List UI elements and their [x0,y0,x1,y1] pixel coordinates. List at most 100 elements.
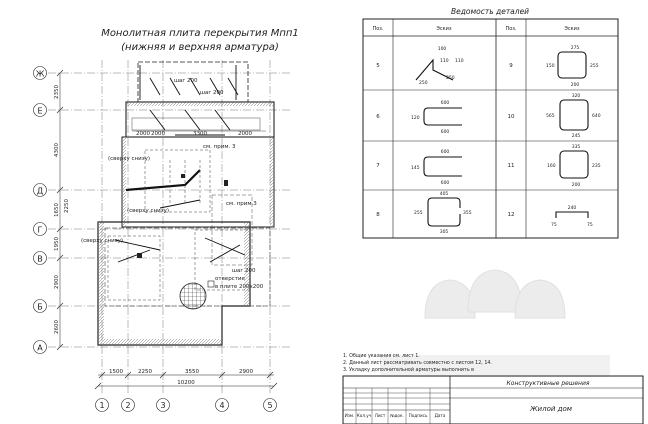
label-step-lower: шаг 200 [232,268,256,274]
schedule-header-sketch-right: Эскиз [564,26,580,32]
axis-label-a: А [37,344,43,353]
dim-9-c: 255 [590,63,599,69]
label-see-note-a: см. прим. 3 [203,144,236,150]
dim-left-3: 2250 [64,199,70,213]
dim-left-2: 4300 [54,143,60,157]
label-see-note-b: см. прим.3 [226,201,257,207]
dim-bottom-total: 10200 [177,380,195,386]
dim-left-7: 2600 [54,320,60,334]
label-step-upper: шаг 200 [200,90,224,96]
dim-5-e: 250 [446,75,455,81]
dim-left-4: 1650 [54,203,60,217]
drawing-title: Монолитная плита перекрытия Мпп1 [101,28,299,39]
dim-7-a: 600 [441,149,450,155]
wall-hatching [98,102,274,345]
axis-label-v: В [37,255,43,264]
dim-8-c: 355 [463,210,472,216]
stamp-header-sheet: Лист [375,413,386,418]
dim-11-c: 235 [592,163,601,169]
label-top-bottom-3: (сверху снизу) [81,238,123,244]
sketch-pos-11 [559,150,589,179]
sketch-pos-12 [555,211,589,218]
schedule-pos-7: 7 [376,163,380,169]
axis-label-5: 5 [267,401,272,410]
dim-top-2: 2000 [151,131,165,137]
dim-10-d: 245 [572,133,581,139]
sketch-pos-10 [559,99,589,131]
label-top-bottom-2: (сверху снизу) [127,208,169,214]
floor-plan [48,60,290,395]
watermark [380,269,610,377]
dim-9-d: 200 [571,82,580,88]
stamp-header-count: Кол.уч [357,413,372,418]
dim-6-a: 600 [441,100,450,106]
axis-label-4: 4 [219,401,224,410]
dim-5-c: 110 [455,58,464,64]
dim-7-b: 145 [411,165,420,171]
schedule-pos-11: 11 [508,163,515,169]
dim-top-3: 3300 [193,131,207,137]
schedule-header-pos-right: Поз. [505,26,516,32]
dim-left-1: 2350 [54,85,60,99]
dim-12-b: 75 [551,222,557,228]
dim-8-d: 305 [440,229,449,235]
schedule-header-pos-left: Поз. [372,26,383,32]
axis-label-e: Е [37,107,42,116]
dim-bottom-2: 2250 [138,369,152,375]
upper-bars [107,149,251,301]
note-1: 1. Общие указания см. лист 1. [343,353,420,359]
dim-8-a: 405 [440,191,449,197]
general-notes: 1. Общие указания см. лист 1. 2. Данный … [343,353,492,373]
stamp-header-date: Дата [435,413,446,418]
dim-top-4: 2000 [238,131,252,137]
dim-6-c: 600 [441,129,450,135]
label-step-top: шаг 200 [174,78,198,84]
note-2: 2. Данный лист рассматривать совместно с… [343,359,492,366]
stamp-object: Жилой дом [529,405,573,413]
dim-5-d: 250 [419,80,428,86]
stamp-header-sign: Подпись [409,413,428,418]
note-3: 3. Укладку дополнительной арматуры выпол… [343,366,474,373]
schedule-title: Ведомость деталей [451,7,529,16]
sketch-pos-5 [415,58,454,81]
axis-bubbles-letters: Ж Е Д Г В Б А [33,66,47,354]
title-block [342,375,644,424]
dim-11-a: 335 [572,144,581,150]
schedule-pos-5: 5 [376,63,380,69]
solid-markers [137,174,228,258]
dim-10-c: 640 [592,113,601,119]
left-dimension-chain: 2350 4300 2250 1650 1950 2900 2600 [54,69,70,351]
label-opening: отверстие [215,276,245,282]
dim-11-d: 200 [572,182,581,188]
sketch-pos-9 [557,51,587,79]
dim-5-a: 100 [438,46,447,52]
axis-label-1: 1 [99,401,104,410]
dim-9-a: 275 [571,45,580,51]
schedule-pos-9: 9 [509,63,513,69]
dim-10-a: 320 [572,93,581,99]
dim-12-c: 75 [587,222,593,228]
label-hole-size: в плите 200х200 [215,284,264,290]
schedule-pos-12: 12 [508,212,515,218]
stamp-section: Конструктивные решения [507,380,590,387]
dim-left-6: 2900 [54,275,60,289]
label-top-bottom-1: (сверху снизу) [108,156,150,162]
drawing-subtitle: (нижняя и верхняя арматура) [121,42,279,53]
dim-6-b: 120 [411,115,420,121]
reinforcement-bars [114,65,246,263]
dim-left-5: 1950 [54,237,60,251]
stamp-header-doc: №док. [390,413,404,418]
dim-bottom-3: 3550 [185,369,199,375]
axis-label-d: Д [37,187,43,196]
dim-top-1: 2000 [136,131,150,137]
axis-bubbles-numbers: 1 2 3 4 5 [95,398,277,412]
stamp-header-change: Изм. [345,413,355,418]
sketch-pos-6 [423,107,462,126]
dim-8-b: 255 [414,210,423,216]
axis-label-2: 2 [125,401,130,410]
schedule-pos-8: 8 [376,212,380,218]
plan-labels: шаг 200 шаг 200 см. прим. 3 (сверху сниз… [81,78,264,290]
dim-5-b: 110 [440,58,449,64]
axis-label-zh: Ж [36,70,45,79]
